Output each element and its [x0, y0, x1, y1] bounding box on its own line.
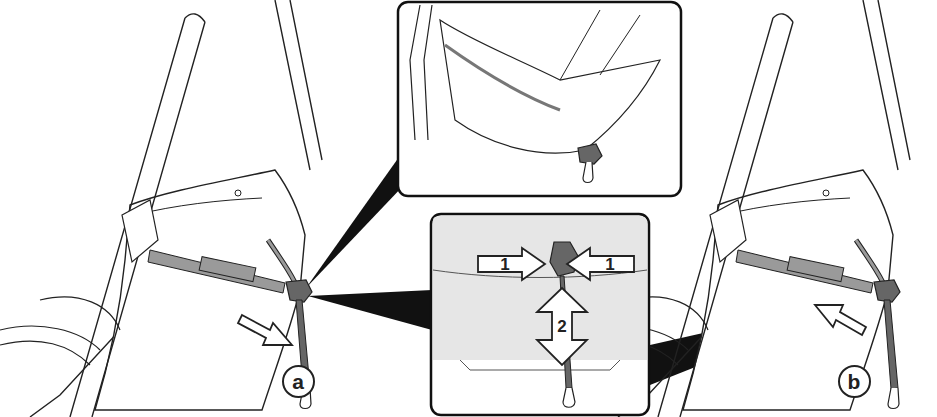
- step-letter: b: [848, 371, 861, 392]
- callout-number: 2: [557, 318, 566, 335]
- step-letter-circle: b: [838, 365, 871, 398]
- callout-number: 1: [500, 256, 509, 273]
- step-letter: a: [292, 371, 304, 392]
- step-letter-circle: a: [282, 365, 315, 398]
- callout-number: 1: [605, 256, 614, 273]
